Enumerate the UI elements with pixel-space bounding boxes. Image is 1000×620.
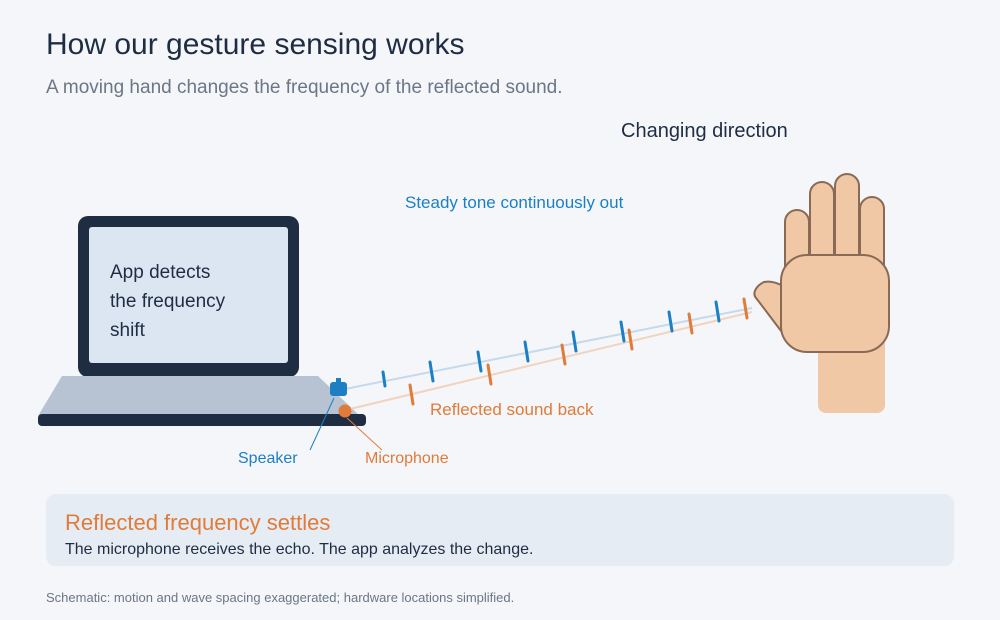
reflected-label: Reflected sound back [430, 400, 594, 419]
outgoing-wave-mark [428, 360, 435, 383]
reflected-wave-mark [560, 343, 567, 366]
speaker-label: Speaker [238, 450, 298, 467]
speaker-icon [330, 378, 347, 396]
reflected-wave-mark [408, 383, 415, 406]
microphone-icon [338, 404, 352, 418]
page-subtitle: A moving hand changes the frequency of t… [46, 77, 563, 98]
outgoing-wave-mark [476, 350, 483, 373]
laptop-screen [89, 227, 288, 363]
reflected-wave-mark [627, 328, 634, 351]
panel-text: The microphone receives the echo. The ap… [65, 541, 534, 558]
reflected-sound-path [345, 311, 753, 411]
reflected-wave-mark [742, 297, 749, 320]
screen-text-line: the frequency [110, 291, 226, 312]
outgoing-wave-mark [667, 310, 674, 333]
outgoing-wave-mark [619, 320, 626, 343]
panel-title: Reflected frequency settles [65, 510, 331, 535]
info-panel: Reflected frequency settles The micropho… [46, 494, 954, 566]
microphone-leader-line [346, 417, 383, 451]
outgoing-label: Steady tone continuously out [405, 193, 624, 212]
footnote: Schematic: motion and wave spacing exagg… [46, 590, 515, 605]
laptop-base-edge [38, 414, 366, 426]
outgoing-sound-path [339, 307, 753, 391]
screen-text-line: App detects [110, 262, 210, 283]
laptop-keyboard-deck [38, 376, 360, 416]
page-title: How our gesture sensing works [46, 28, 465, 61]
screen-text-line: shift [110, 320, 146, 341]
speaker-leader-line [309, 397, 335, 451]
gesture-diagram: App detects the frequency shift [38, 120, 890, 467]
hand-label: Changing direction [621, 120, 788, 142]
microphone-label: Microphone [365, 450, 449, 467]
outgoing-wave-mark [714, 300, 721, 323]
hand-icon [753, 173, 890, 413]
outgoing-wave-mark [381, 370, 387, 388]
outgoing-wave-marks [381, 300, 721, 388]
reflected-wave-mark [687, 312, 694, 335]
reflected-wave-mark [486, 363, 493, 386]
outgoing-wave-mark [571, 330, 578, 353]
laptop: App detects the frequency shift [38, 216, 366, 426]
reflected-wave-marks [408, 297, 749, 406]
outgoing-wave-mark [523, 340, 530, 363]
